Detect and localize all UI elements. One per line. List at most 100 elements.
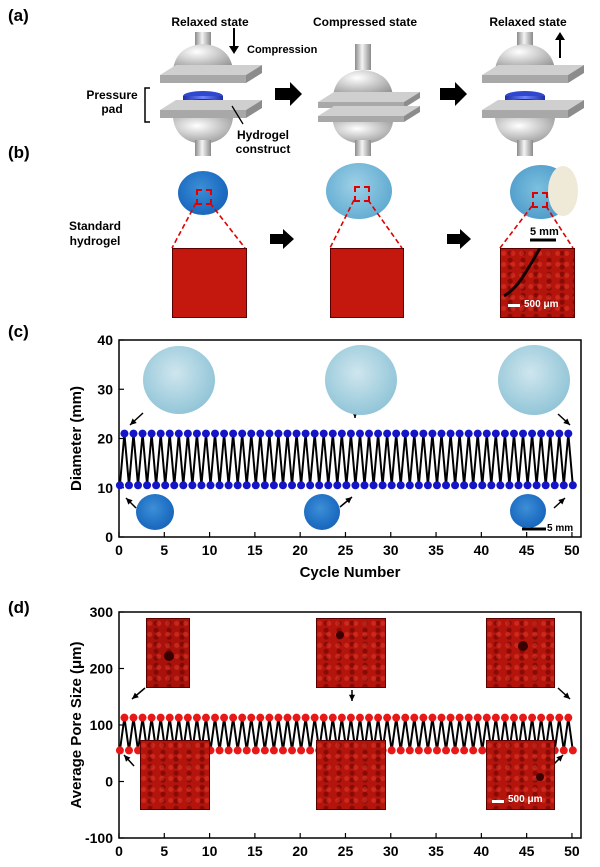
data-point-low xyxy=(269,746,278,755)
y-tick-label: 20 xyxy=(97,431,113,447)
data-point-high xyxy=(419,429,428,438)
data-point-high xyxy=(509,713,518,722)
data-point-low xyxy=(460,746,469,755)
data-point-low xyxy=(568,746,577,755)
process-arrow-3 xyxy=(270,229,294,249)
y-axis-title: Diameter (mm) xyxy=(68,386,85,491)
x-tick-label: 10 xyxy=(202,843,218,859)
data-point-low xyxy=(387,746,396,755)
process-arrow-4 xyxy=(447,229,471,249)
scale-label-5mm-b: 5 mm xyxy=(530,226,559,238)
data-point-high xyxy=(265,429,274,438)
hydrogel-construct-label-2: construct xyxy=(235,142,291,156)
data-point-low xyxy=(442,746,451,755)
apparatus-relaxed-2 xyxy=(482,32,584,156)
hydrogel-construct-label-1: Hydrogel xyxy=(236,128,289,142)
data-point-high xyxy=(428,713,437,722)
annotation-arrowhead xyxy=(130,418,137,425)
annotation-arrowhead xyxy=(563,692,570,699)
data-point-low xyxy=(423,481,432,490)
inset-micrograph-bottom-1 xyxy=(140,740,210,810)
data-point-low xyxy=(333,481,342,490)
inset-micrograph-top-3 xyxy=(486,618,555,688)
data-point-high xyxy=(283,713,292,722)
data-point-high xyxy=(256,713,265,722)
x-tick-label: 0 xyxy=(115,542,123,558)
zoom-connectors xyxy=(171,199,574,249)
inset-large-disk-3 xyxy=(498,345,570,415)
data-point-low xyxy=(432,746,441,755)
data-point-high xyxy=(528,713,537,722)
data-point-low xyxy=(215,746,224,755)
inset-micrograph-bottom-2 xyxy=(316,740,386,810)
data-point-high xyxy=(464,429,473,438)
data-point-high xyxy=(274,429,283,438)
process-arrow-1 xyxy=(275,82,302,106)
y-tick-label: 40 xyxy=(97,332,113,348)
data-point-high xyxy=(392,713,401,722)
data-point-low xyxy=(124,746,133,755)
data-point-high xyxy=(147,429,156,438)
data-point-low xyxy=(442,481,451,490)
data-point-high xyxy=(482,429,491,438)
hydrogel-disk-relaxed xyxy=(178,171,228,215)
data-point-low xyxy=(414,746,423,755)
data-point-high xyxy=(519,713,528,722)
data-point-high xyxy=(491,429,500,438)
data-point-low xyxy=(532,481,541,490)
data-point-high xyxy=(455,429,464,438)
data-point-low xyxy=(514,481,523,490)
pore-spot xyxy=(518,641,528,651)
data-point-high xyxy=(319,429,328,438)
data-point-low xyxy=(269,481,278,490)
data-point-high xyxy=(519,429,528,438)
state-label-1: Relaxed state xyxy=(171,15,249,29)
data-point-low xyxy=(115,481,124,490)
data-point-low xyxy=(251,746,260,755)
data-point-high xyxy=(301,713,310,722)
data-point-high xyxy=(383,429,392,438)
data-point-high xyxy=(147,713,156,722)
data-point-high xyxy=(365,713,374,722)
data-point-low xyxy=(523,481,532,490)
pore-spot xyxy=(164,651,174,661)
data-point-low xyxy=(414,481,423,490)
data-point-high xyxy=(500,429,509,438)
data-point-high xyxy=(555,713,564,722)
x-tick-label: 0 xyxy=(115,843,123,859)
data-point-low xyxy=(161,481,170,490)
data-point-high xyxy=(183,713,192,722)
x-tick-label: 20 xyxy=(292,843,308,859)
data-point-low xyxy=(224,481,233,490)
data-point-low xyxy=(206,481,215,490)
panel-a-label: (a) xyxy=(8,6,29,25)
inset-small-disk-2 xyxy=(304,494,340,530)
data-point-low xyxy=(233,481,242,490)
data-point-high xyxy=(428,429,437,438)
data-point-low xyxy=(469,481,478,490)
data-point-high xyxy=(482,713,491,722)
data-point-high xyxy=(247,713,256,722)
data-point-low xyxy=(360,481,369,490)
x-tick-label: 5 xyxy=(160,843,168,859)
data-point-low xyxy=(559,481,568,490)
x-axis-title: Cycle Number xyxy=(300,865,401,867)
x-tick-label: 30 xyxy=(383,542,399,558)
data-point-high xyxy=(211,429,220,438)
data-point-low xyxy=(396,481,405,490)
data-point-high xyxy=(473,713,482,722)
data-point-high xyxy=(165,713,174,722)
data-point-low xyxy=(324,481,333,490)
data-point-low xyxy=(432,481,441,490)
apparatus-compressed xyxy=(318,44,420,156)
x-tick-label: 25 xyxy=(338,542,354,558)
x-axis-title: Cycle Number xyxy=(300,564,401,581)
data-point-high xyxy=(383,713,392,722)
data-point-high xyxy=(546,429,555,438)
data-point-high xyxy=(120,713,129,722)
panel-c-label: (c) xyxy=(8,322,29,341)
data-point-low xyxy=(170,481,179,490)
x-tick-label: 50 xyxy=(564,843,580,859)
annotation-arrowhead xyxy=(126,498,133,505)
y-tick-label: 10 xyxy=(97,480,113,496)
